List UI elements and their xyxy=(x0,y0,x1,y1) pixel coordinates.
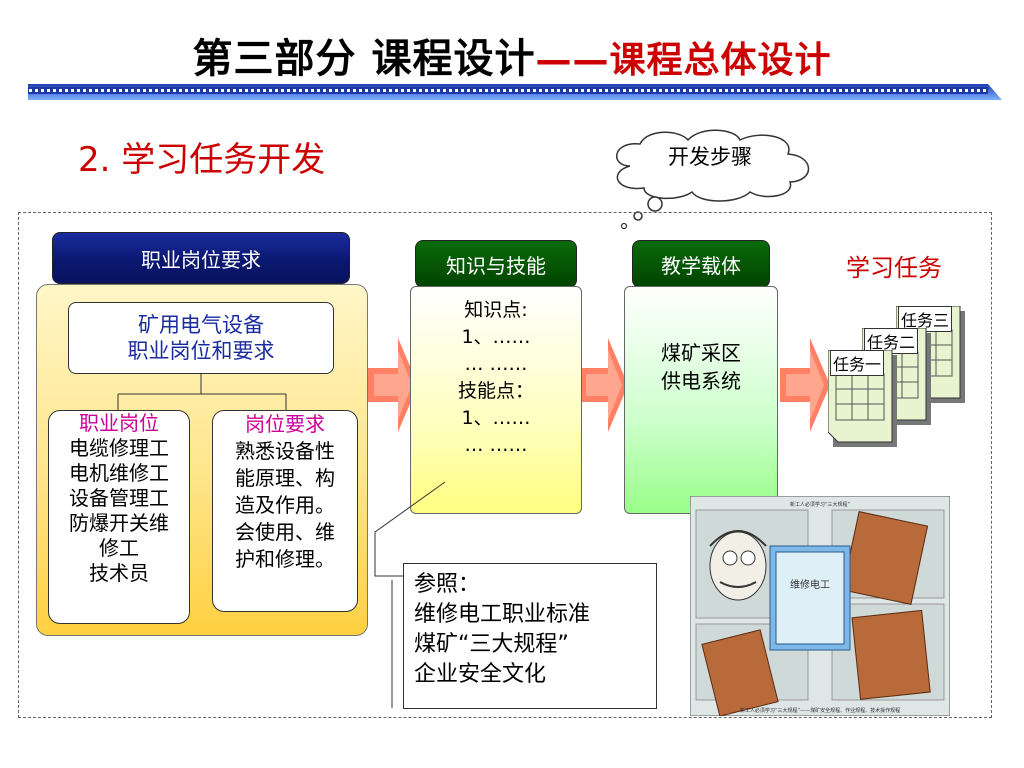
job-post-item: 电缆修理工 xyxy=(69,436,169,460)
job-post-item: 修工 xyxy=(99,536,139,560)
book-title: 维修电工 xyxy=(790,578,830,591)
callout-line xyxy=(374,481,446,708)
requirement-line: 护和修理。 xyxy=(235,547,335,571)
arrow-right-icon xyxy=(580,338,628,432)
mine-box-line-1: 矿用电气设备 xyxy=(138,313,264,337)
photo-bottom-caption: 新工人必须学习“三大规程”——煤矿安全规程、作业规程、技术操作规程 xyxy=(740,707,900,714)
knowledge-line: 技能点： xyxy=(457,380,534,402)
safety-rules-illustration: 维修电工 新工人必须学习“三大规程” 新工人必须学习“三大规程”——煤矿安全规程… xyxy=(690,496,950,716)
title-decorative-bar xyxy=(28,84,1002,100)
header-teaching-carrier: 教学载体 xyxy=(632,240,770,288)
title-main: 第三部分 课程设计 xyxy=(192,36,536,82)
reference-box: 参照： 维修电工职业标准 煤矿“三大规程” 企业安全文化 xyxy=(403,563,657,709)
knowledge-line: 1、…… xyxy=(461,326,531,348)
requirement-line: 能原理、构 xyxy=(235,466,335,490)
reference-line: 参照： xyxy=(414,572,481,597)
task-1-label: 任务一 xyxy=(830,350,885,376)
mine-equipment-box: 矿用电气设备 职业岗位和要求 xyxy=(68,302,334,374)
teaching-line: 供电系统 xyxy=(661,369,741,393)
requirement-line: 造及作用。 xyxy=(235,493,335,517)
reference-line: 煤矿“三大规程” xyxy=(414,632,569,657)
job-post-item: 设备管理工 xyxy=(69,486,169,510)
job-requirements-detail-box: 岗位要求 熟悉设备性 能原理、构 造及作用。 会使用、维 护和修理。 xyxy=(212,410,358,612)
thought-cloud xyxy=(615,129,810,230)
teaching-carrier-box: 煤矿采区 供电系统 xyxy=(624,286,778,514)
job-post-item: 电机维修工 xyxy=(69,461,169,485)
reference-line: 维修电工职业标准 xyxy=(414,602,591,627)
requirements-title: 岗位要求 xyxy=(245,412,325,436)
header-knowledge-skills: 知识与技能 xyxy=(415,240,577,288)
job-post-item: 技术员 xyxy=(89,561,149,585)
header-job-requirements: 职业岗位要求 xyxy=(52,232,350,284)
knowledge-line: … …… xyxy=(464,353,528,375)
arrow-right-icon xyxy=(780,338,830,432)
cloud-label: 开发步骤 xyxy=(668,145,752,169)
job-posts-box: 职业岗位 电缆修理工 电机维修工 设备管理工 防爆开关维 修工 技术员 xyxy=(48,410,190,624)
mine-box-line-2: 职业岗位和要求 xyxy=(127,339,275,363)
teaching-line: 煤矿采区 xyxy=(661,341,741,365)
photo-top-caption: 新工人必须学习“三大规程” xyxy=(790,501,851,508)
section-subtitle: 2. 学习任务开发 xyxy=(78,140,326,180)
reference-line: 企业安全文化 xyxy=(414,662,547,687)
job-post-item: 防爆开关维 xyxy=(69,511,169,535)
title-sub: 课程总体设计 xyxy=(609,40,832,81)
content-frame xyxy=(18,212,992,718)
knowledge-line: 知识点: xyxy=(464,299,528,321)
knowledge-line: 1、…… xyxy=(461,407,531,429)
knowledge-skills-box: 知识点: 1、…… … …… 技能点： 1、…… … …… xyxy=(410,286,582,514)
label-learning-tasks: 学习任务 xyxy=(846,254,942,282)
requirement-line: 会使用、维 xyxy=(235,520,335,544)
title-dash: —— xyxy=(535,40,610,81)
job-posts-title: 职业岗位 xyxy=(79,411,159,435)
slide-title: 第三部分 课程设计——课程总体设计 xyxy=(0,26,1024,84)
requirement-line: 熟悉设备性 xyxy=(235,439,335,463)
knowledge-line: … …… xyxy=(464,434,528,456)
arrow-right-icon xyxy=(368,338,418,432)
